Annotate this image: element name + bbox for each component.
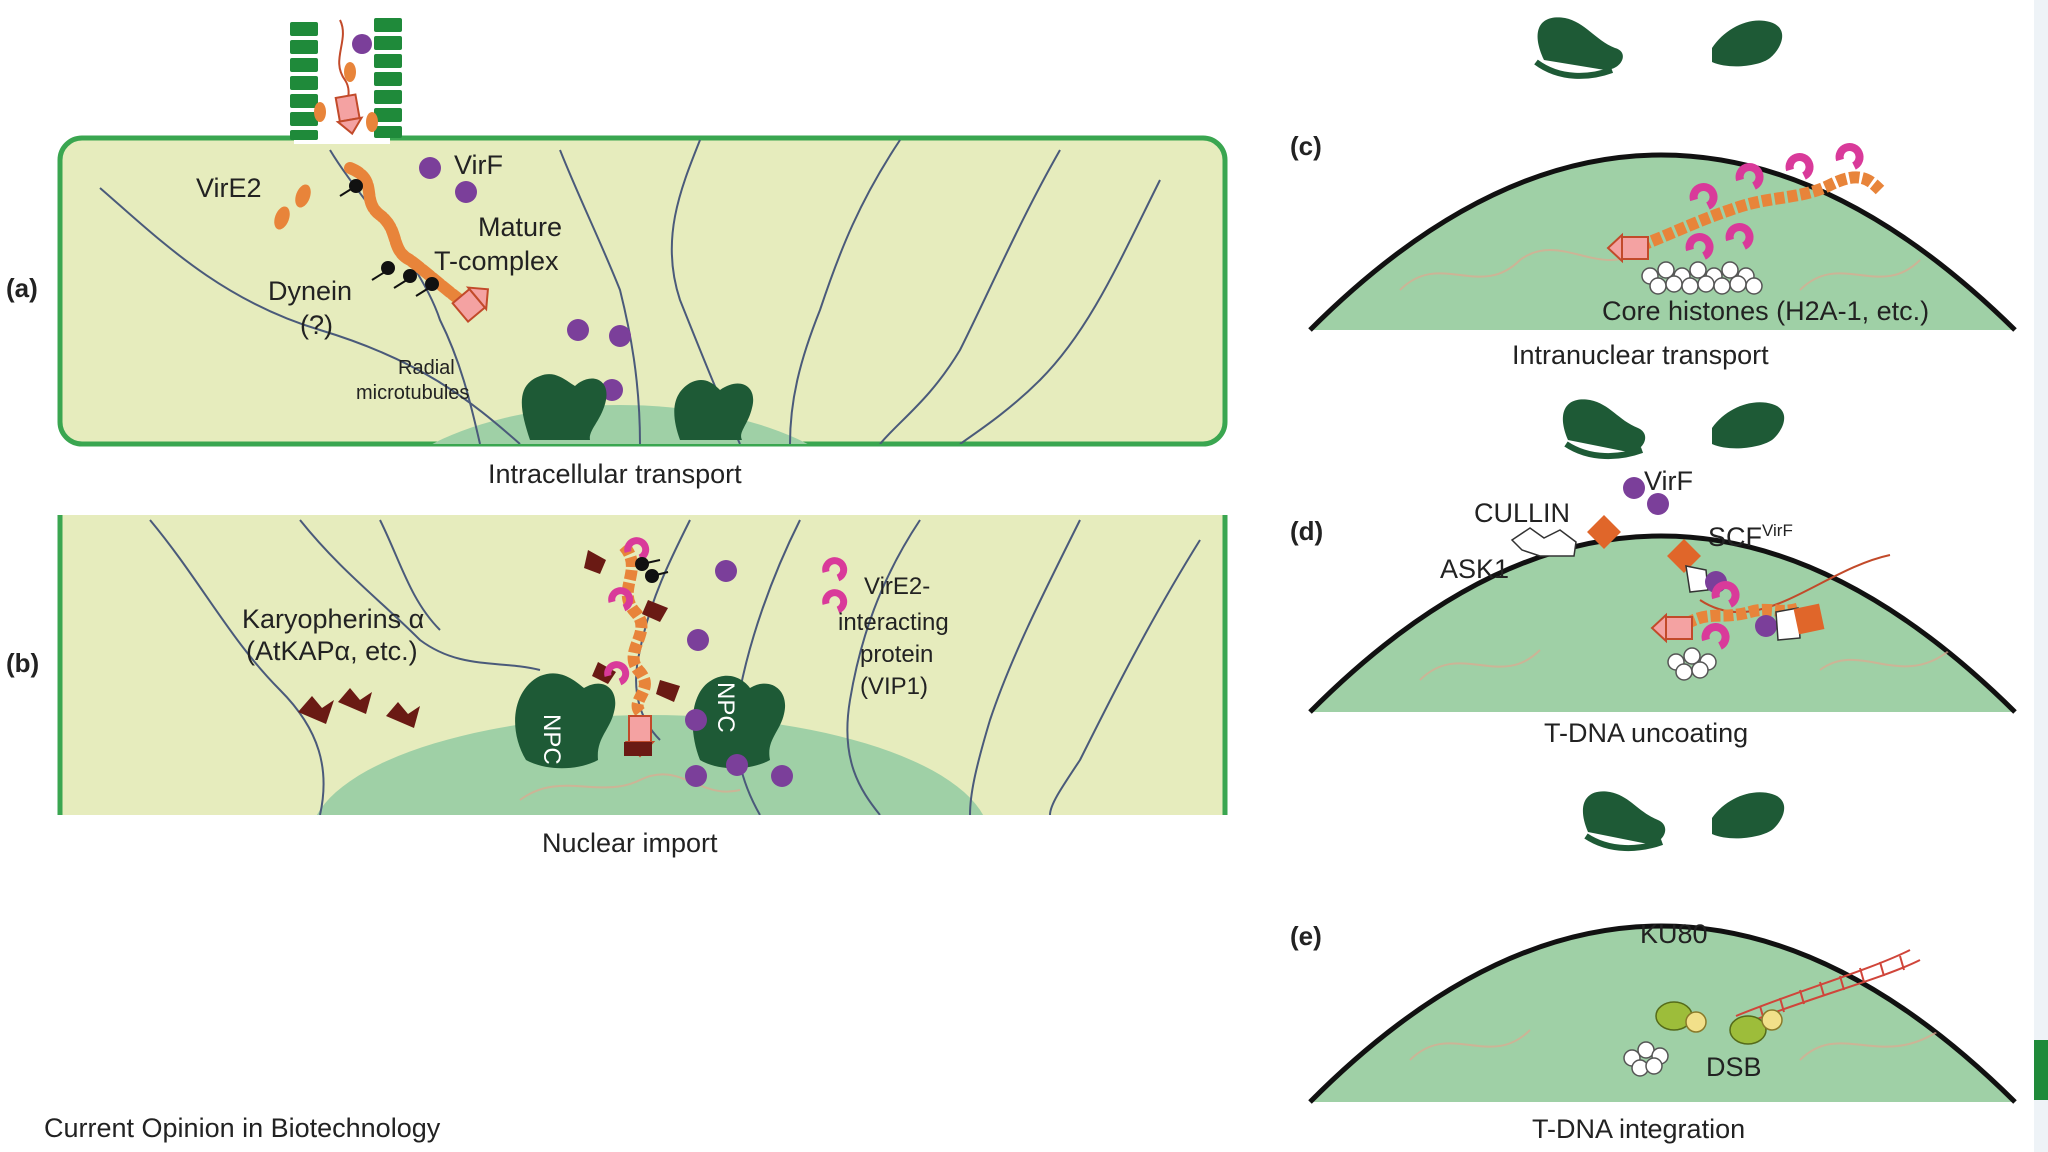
- npc-pore: NPC: [515, 673, 616, 769]
- npc-pore: [521, 374, 607, 440]
- panel-e-envelope: [1308, 923, 2017, 1104]
- panel-a-letter: (a): [6, 273, 38, 303]
- panel-e: (e) KU80 DSB T-DNA integr: [1290, 791, 2017, 1144]
- cullin-diamond: [1793, 603, 1825, 635]
- vip1-proteins: [1685, 143, 1864, 260]
- chromatin: [1419, 649, 1951, 681]
- caption-a: Intracellular transport: [488, 459, 742, 489]
- label-virf-d: VirF: [1644, 466, 1693, 496]
- vip1-on-complex: [604, 537, 650, 686]
- npc-pore: [1712, 402, 1785, 449]
- label-dynein-q: (?): [300, 310, 333, 340]
- label-scf: SCFVirF: [1708, 521, 1793, 552]
- npc-pore: [1537, 17, 1623, 70]
- caption-b: Nuclear import: [542, 828, 718, 858]
- npc-label: NPC: [538, 714, 565, 765]
- vire2-protein: [295, 184, 311, 208]
- label-radial: Radial: [398, 357, 455, 379]
- right-edge-strip: [2034, 0, 2048, 1152]
- caption-d: T-DNA uncoating: [1544, 718, 1748, 748]
- virf-protein: [455, 181, 477, 203]
- core-histones: [1641, 261, 1763, 295]
- ask1-protein: [1510, 527, 1577, 557]
- npc-pore: [1712, 20, 1783, 67]
- virf-protein: [1755, 615, 1777, 637]
- label-ku80: KU80: [1640, 919, 1708, 949]
- label-core-histones: Core histones (H2A-1, etc.): [1602, 296, 1929, 326]
- dynein-motors: [635, 557, 669, 583]
- caption-c: Intranuclear transport: [1512, 340, 1769, 370]
- vire2-protein: [344, 62, 356, 82]
- ask1-protein: [1775, 607, 1801, 641]
- panel-c-letter: (c): [1290, 131, 1322, 161]
- virf-protein: [567, 319, 589, 341]
- label-atkap: (AtKAPα, etc.): [246, 636, 418, 666]
- label-dsb: DSB: [1706, 1052, 1762, 1082]
- ssdna-strand: [1699, 554, 1891, 613]
- caption-e: T-DNA integration: [1532, 1114, 1745, 1144]
- npc-pore: [1712, 792, 1785, 839]
- chromatin: [1399, 249, 1921, 291]
- vip1-proteins: [1701, 581, 1740, 650]
- core-histones: [1623, 1041, 1669, 1077]
- free-karyopherins: [298, 688, 420, 728]
- vire2-protein: [314, 102, 326, 122]
- panel-e-letter: (e): [1290, 921, 1322, 951]
- label-ask1: ASK1: [1440, 554, 1509, 584]
- npc-label: NPC: [712, 682, 739, 733]
- panel-c: (c): [1290, 17, 2017, 370]
- label-cullin: CULLIN: [1474, 498, 1570, 528]
- panel-c-envelope: [1308, 152, 2017, 332]
- npc-pore: [1562, 399, 1646, 452]
- vip1-legend-icon: [822, 557, 848, 614]
- virf-protein: [419, 157, 441, 179]
- label-virf: VirF: [454, 150, 503, 180]
- chromatin: [519, 773, 741, 801]
- label-vire2: VirE2: [196, 173, 262, 203]
- virf-protein: [609, 325, 631, 347]
- journal-footer: Current Opinion in Biotechnology: [44, 1113, 441, 1143]
- chromatin: [1409, 1029, 1941, 1061]
- label-vip1-3: protein: [860, 641, 933, 668]
- vire2-protein: [274, 206, 290, 230]
- panel-d-envelope: [1308, 533, 2017, 714]
- right-edge-accent: [2034, 1040, 2048, 1100]
- cullin-diamond: [1587, 515, 1621, 549]
- panel-b-letter: (b): [6, 648, 39, 678]
- virf-proteins: [1623, 477, 1669, 515]
- label-mature: Mature: [478, 212, 562, 242]
- core-histones: [1667, 647, 1717, 681]
- panel-d-letter: (d): [1290, 516, 1323, 546]
- dynein-motors: [339, 179, 439, 297]
- label-vip1-4: (VIP1): [860, 673, 928, 700]
- panel-a-pilus: [290, 18, 402, 140]
- karyopherins-attached: [584, 550, 680, 702]
- npc-pore: [674, 380, 754, 440]
- t-complex-importing: [619, 542, 656, 758]
- ku80-proteins: [1655, 1001, 1783, 1045]
- panel-b-nucleus: [316, 715, 984, 815]
- panel-d: (d): [1290, 399, 2017, 748]
- label-vip1-1: VirE2-: [864, 573, 930, 600]
- virf-protein: [352, 34, 372, 54]
- label-karyopherins: Karyopherins α: [242, 604, 424, 634]
- label-tcomplex: T-complex: [434, 246, 559, 276]
- label-microtubules: microtubules: [356, 382, 469, 404]
- label-vip1-2: interacting: [838, 609, 949, 636]
- panel-a: (a): [6, 18, 1228, 489]
- vire2-protein: [366, 112, 378, 132]
- npc-pore: NPC: [692, 675, 786, 769]
- virf-proteins: [685, 560, 793, 787]
- label-dynein: Dynein: [268, 276, 352, 306]
- t-complex-intranuclear: [1606, 171, 1885, 264]
- tdna-arrow: [334, 93, 364, 136]
- panel-b: (b) NPC NPC: [6, 515, 1228, 858]
- npc-pore: [1582, 791, 1666, 844]
